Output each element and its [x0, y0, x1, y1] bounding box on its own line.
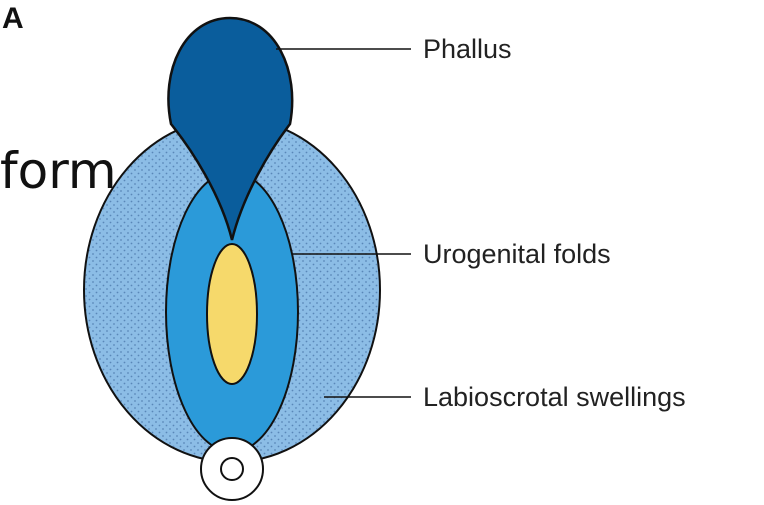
phallus-label: Phallus [423, 34, 512, 64]
anal-opening-shape [201, 438, 263, 500]
urogenital-folds-label: Urogenital folds [423, 239, 611, 269]
urogenital-opening-shape [207, 244, 257, 384]
labioscrotal-swellings-label: Labioscrotal swellings [423, 382, 686, 412]
